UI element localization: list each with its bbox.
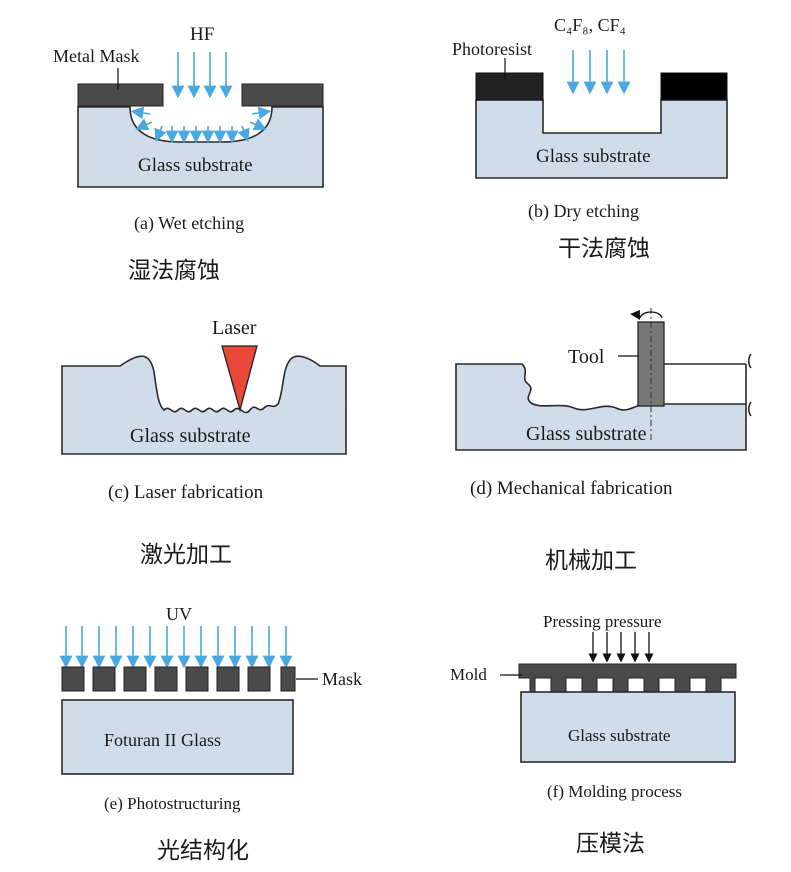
glass-substrate [455, 363, 747, 451]
panel-wet-etching: HF Metal Mask Glass substrate (a) Wet et… [53, 24, 324, 284]
hf-arrows [171, 52, 233, 99]
panel-laser-fabrication: Laser Glass substrate (c) Laser fabricat… [61, 317, 347, 568]
gas-label: C₄F₈, CF₄ [554, 15, 626, 35]
uv-arrows [59, 626, 293, 669]
photoresist-label: Photoresist [452, 39, 532, 59]
photoresist-right [660, 72, 728, 101]
panel-dry-etching: C₄F₈, CF₄ Photoresist Glass substrate (b… [452, 15, 728, 262]
edge-mark-2 [748, 401, 752, 417]
mask-label: Mask [322, 669, 362, 689]
mold [518, 663, 737, 693]
substrate-label: Glass substrate [526, 423, 647, 445]
photomask-blocks [61, 666, 296, 692]
substrate-label: Glass substrate [568, 726, 670, 745]
metal-mask-right [241, 83, 324, 107]
glass-substrate [520, 691, 736, 763]
cn-caption-a: 湿法腐蚀 [128, 258, 220, 284]
laser-beam [221, 345, 258, 413]
caption-b: (b) Dry etching [528, 201, 639, 222]
caption-f: (f) Molding process [547, 782, 682, 801]
photoresist-left [475, 72, 544, 101]
cn-caption-d: 机械加工 [545, 548, 637, 574]
cn-caption-c: 激光加工 [140, 542, 232, 568]
metal-mask-left [77, 83, 164, 107]
metal-mask-label: Metal Mask [53, 46, 139, 66]
substrate-label: Glass substrate [130, 425, 251, 447]
caption-c: (c) Laser fabrication [108, 482, 264, 503]
panel-photostructuring: UV Mask Foturan II Glass (e) Photostruct… [59, 604, 362, 864]
panel-molding-process: Pressing pressure Mold Glass substrate (… [450, 612, 737, 857]
cn-caption-e: 光结构化 [157, 838, 249, 864]
plasma-arrows [566, 50, 631, 95]
caption-e: (e) Photostructuring [104, 794, 241, 813]
rotation-arrow-icon [639, 311, 663, 319]
hf-label: HF [190, 24, 214, 45]
caption-a: (a) Wet etching [134, 213, 244, 234]
edge-mark-1 [748, 353, 752, 369]
tool-label: Tool [568, 346, 605, 368]
glass-substrate [61, 355, 347, 455]
pressure-label: Pressing pressure [543, 612, 662, 631]
rotation-arrowhead [630, 310, 640, 320]
substrate-label: Glass substrate [536, 146, 651, 167]
caption-d: (d) Mechanical fabrication [470, 478, 673, 499]
foturan-substrate [61, 699, 294, 775]
uv-label: UV [166, 604, 192, 624]
panel-mechanical-fabrication: Tool Glass substrate (d) Mechanical fabr… [455, 308, 752, 574]
laser-label: Laser [212, 317, 257, 339]
pressure-arrows [588, 632, 654, 663]
substrate-label: Foturan II Glass [104, 730, 221, 750]
mold-label: Mold [450, 665, 487, 684]
cn-caption-f: 压模法 [576, 831, 645, 857]
substrate-label: Glass substrate [138, 155, 253, 176]
etch-front-arrows [130, 106, 272, 144]
cn-caption-b: 干法腐蚀 [558, 236, 650, 262]
